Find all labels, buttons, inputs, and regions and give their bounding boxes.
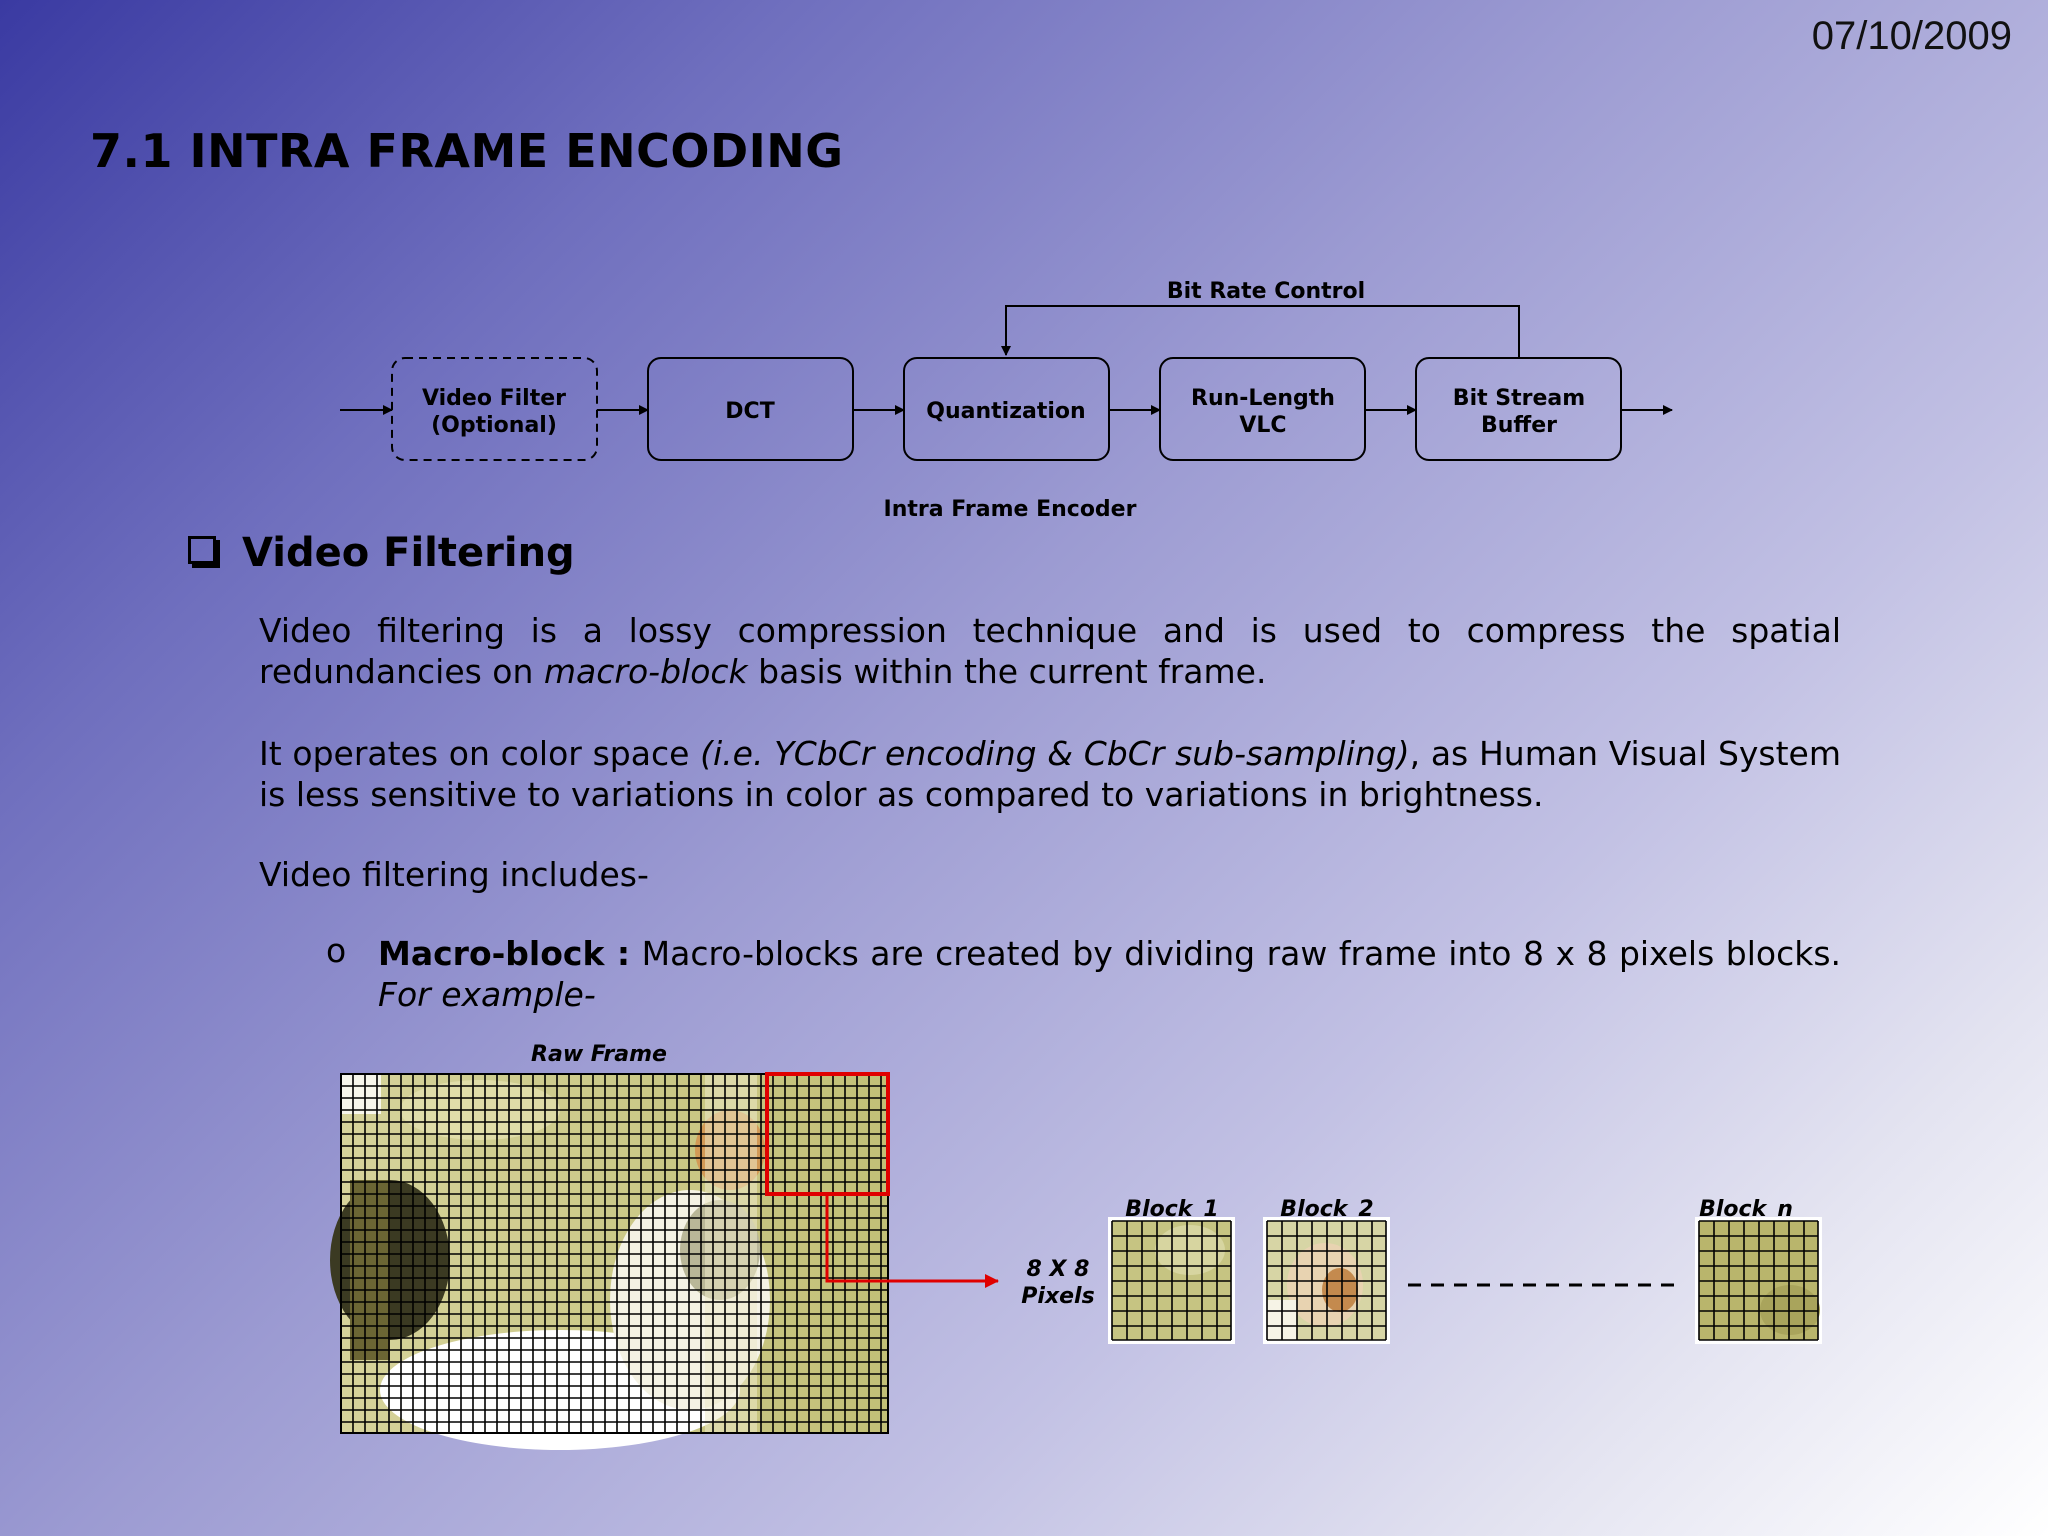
- section-heading: Video Filtering: [188, 530, 575, 576]
- raw-frame-image: [330, 1073, 889, 1450]
- feedback-arrow: [1001, 305, 1520, 357]
- pixels-label: Pixels: [1021, 1284, 1094, 1309]
- diagram-caption: Intra Frame Encoder: [884, 497, 1137, 522]
- slide-date: 07/10/2009: [1811, 14, 2012, 58]
- paragraph-2-text: It operates on color space: [259, 734, 701, 773]
- checkbox-bullet-icon: [188, 536, 216, 564]
- paragraph-1-text: Video filtering is a lossy compression t…: [259, 611, 1841, 691]
- paragraph-1-text-end: basis within the current frame.: [747, 652, 1267, 691]
- video-filter-sublabel: (Optional): [431, 413, 557, 438]
- macro-block-bullet: Macro-block : Macro-blocks are created b…: [378, 933, 1841, 1015]
- bit-stream-label: Bit Stream: [1453, 386, 1585, 411]
- block-1-image: [1108, 1217, 1235, 1344]
- dct-label: DCT: [725, 399, 774, 424]
- bullet-italic: For example-: [378, 975, 596, 1014]
- bullet-marker: o: [326, 931, 347, 970]
- video-filter-block: [391, 357, 598, 461]
- slide-title: 7.1 INTRA FRAME ENCODING: [90, 124, 844, 178]
- vlc-label: VLC: [1239, 413, 1286, 438]
- block-2-image: [1263, 1217, 1390, 1344]
- paragraph-1-italic: macro-block: [543, 652, 748, 691]
- macro-block-figure: Raw Frame 8 X 8 Pixels Block_1: [330, 1042, 1822, 1450]
- section-heading-text: Video Filtering: [242, 530, 575, 576]
- encoder-block-diagram: Bit Rate Control Video Filter (Optional)…: [340, 279, 1673, 522]
- paragraph-1: Video filtering is a lossy compression t…: [259, 610, 1841, 692]
- paragraph-2-italic: (i.e. YCbCr encoding & CbCr sub-sampling…: [700, 734, 1410, 773]
- paragraph-2-text-end: , as Human Visual System is less sensiti…: [259, 734, 1841, 814]
- run-length-label: Run-Length: [1191, 386, 1335, 411]
- buffer-label: Buffer: [1481, 413, 1557, 438]
- bullet-text: Macro-blocks are created by dividing raw…: [630, 934, 1842, 973]
- bit-rate-control-label: Bit Rate Control: [1167, 279, 1365, 304]
- raw-frame-label: Raw Frame: [531, 1042, 667, 1067]
- quantization-label: Quantization: [926, 399, 1085, 424]
- block-n-image: [1695, 1217, 1822, 1344]
- paragraph-2: It operates on color space (i.e. YCbCr e…: [259, 733, 1841, 815]
- bullet-bold-term: Macro-block :: [378, 934, 631, 973]
- pixels-size-label: 8 X 8: [1027, 1257, 1090, 1282]
- video-filter-label: Video Filter: [422, 386, 566, 411]
- paragraph-3: Video filtering includes-: [259, 855, 649, 894]
- macro-block-arrow: [825, 1194, 999, 1288]
